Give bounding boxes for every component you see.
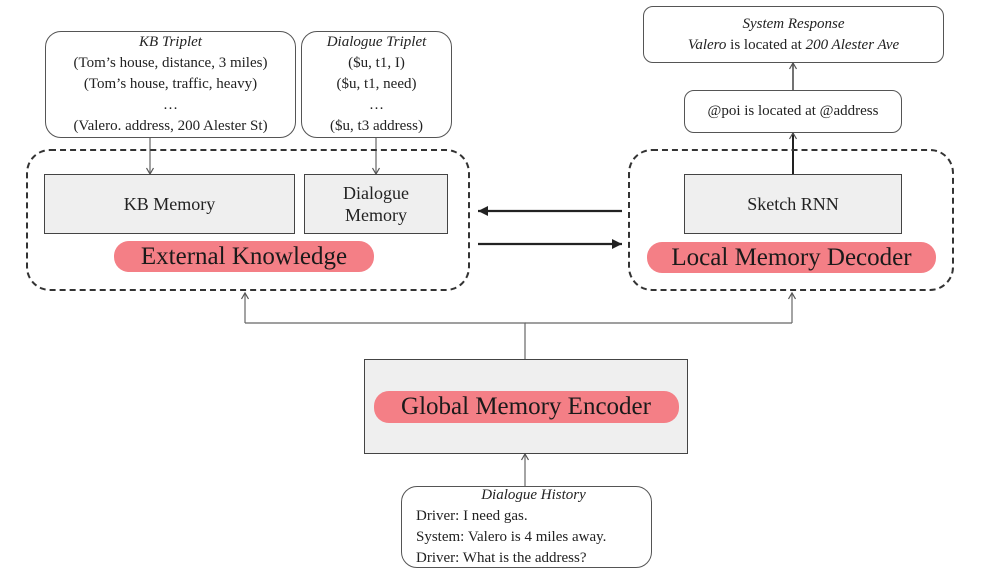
sketch-response-text: @poi is located at @address	[707, 103, 879, 119]
global-memory-encoder-text: Global Memory Encoder	[401, 392, 651, 420]
external-knowledge-text: External Knowledge	[140, 242, 348, 270]
dialogue-memory-label: Dialogue	[343, 183, 409, 203]
external-knowledge-label: External Knowledge	[114, 241, 374, 272]
global-memory-encoder-label: Global Memory Encoder	[373, 390, 679, 423]
connector-encoder-fanout	[245, 322, 526, 359]
dialogue-memory-label: Memory	[345, 205, 407, 225]
system-response-entity: Valero	[687, 36, 727, 53]
kb-memory-box: KB Memory	[44, 174, 295, 234]
dialogue-memory-box: Dialogue Memory	[304, 174, 448, 234]
kb-triplet-box: KB Triplet (Tom’s house, distance, 3 mil…	[45, 31, 296, 138]
local-memory-decoder-container	[628, 149, 954, 291]
dialogue-history-line: Driver: What is the address?	[416, 550, 587, 566]
sketch-response-box: @poi is located at @address	[684, 90, 902, 133]
dialogue-triplet-line: ($u, t1, need)	[336, 76, 417, 92]
dialogue-history-line: System: Valero is 4 miles away.	[416, 529, 607, 545]
kb-memory-label: KB Memory	[123, 194, 216, 214]
external-knowledge-container	[26, 149, 470, 291]
dialogue-history-title: Dialogue History	[481, 487, 586, 503]
sketch-rnn-box: Sketch RNN	[684, 174, 902, 234]
dialogue-triplet-line: …	[369, 97, 384, 113]
dialogue-history-line: Driver: I need gas.	[416, 508, 528, 524]
dialogue-triplet-line: ($u, t3 address)	[330, 118, 423, 134]
local-memory-decoder-label: Local Memory Decoder	[647, 242, 936, 273]
global-memory-encoder-box: Global Memory Encoder	[364, 359, 688, 454]
local-memory-decoder-text: Local Memory Decoder	[671, 243, 912, 271]
dialogue-triplet-box: Dialogue Triplet ($u, t1, I) ($u, t1, ne…	[301, 31, 452, 138]
dialogue-triplet-line: ($u, t1, I)	[348, 55, 405, 71]
kb-triplet-line: …	[163, 97, 178, 113]
system-response-box: System Response Valero is located at 200…	[643, 6, 944, 63]
sketch-rnn-label: Sketch RNN	[747, 194, 839, 214]
dialogue-triplet-title: Dialogue Triplet	[326, 34, 427, 50]
dialogue-history-box: Dialogue History Driver: I need gas. Sys…	[401, 486, 652, 568]
kb-triplet-title: KB Triplet	[139, 34, 202, 50]
system-response-text: Valero is located at 200 Alester Ave	[688, 35, 899, 56]
system-response-middle: is located at	[726, 36, 806, 53]
kb-triplet-line: (Valero. address, 200 Alester St)	[73, 118, 268, 134]
kb-triplet-line: (Tom’s house, traffic, heavy)	[83, 76, 258, 92]
system-response-entity: 200 Alester Ave	[805, 36, 900, 53]
system-response-title: System Response	[742, 15, 845, 32]
kb-triplet-line: (Tom’s house, distance, 3 miles)	[73, 55, 268, 71]
